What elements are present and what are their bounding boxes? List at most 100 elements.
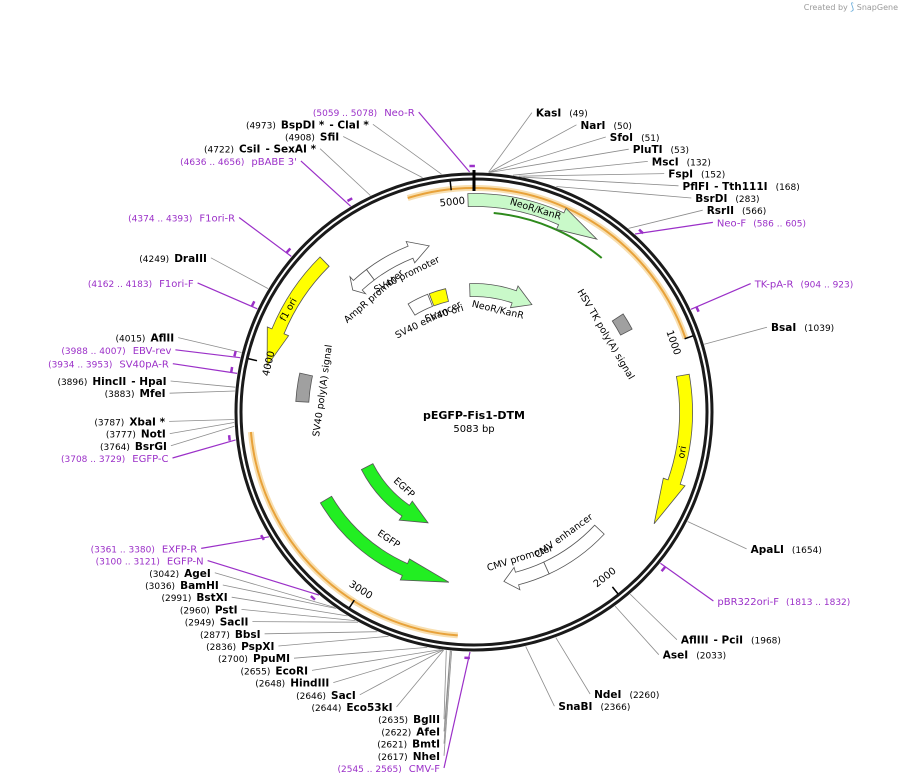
site-position: (2960) (180, 606, 210, 616)
primer-leader-line (197, 282, 258, 310)
site-position: (3764) (100, 443, 130, 453)
site-label: (2644)Eco53kI (311, 702, 392, 714)
site-label: (4908)SfiI (285, 132, 339, 144)
primer-range: (3708 .. 3729) (61, 455, 125, 465)
primer-mark (346, 197, 353, 203)
site-leader-line (629, 593, 678, 640)
site-position: (2621) (377, 741, 407, 751)
tick-mark (449, 181, 452, 191)
neo-orf-arc (493, 212, 603, 259)
primer-leader-line (172, 363, 238, 374)
primer-range: (4636 .. 4656) (180, 158, 244, 168)
site-name: AflII (150, 333, 174, 345)
tick-label: 2000 (592, 566, 619, 590)
site-label: NdeI(2260) (594, 689, 659, 701)
primer-label: (3361 .. 3380) EXFP-R (91, 544, 198, 555)
site-label: ApaLI(1654) (751, 544, 822, 556)
primer-leader-line (172, 439, 236, 459)
site-leader-line (293, 647, 428, 659)
site-label: FspI(152) (668, 169, 725, 181)
primer-name: EGFP-C (132, 454, 168, 465)
primer-label: pBR322ori-F(1813 .. 1832) (717, 597, 850, 608)
site-position: (152) (701, 171, 725, 181)
primer-label: (5059 .. 5078)Neo-R (313, 108, 415, 119)
site-name: Eco53kI (346, 702, 392, 714)
site-leader-line (443, 650, 447, 720)
site-position: (2991) (161, 594, 191, 604)
site-position: (4722) (204, 146, 234, 156)
site-leader-line (512, 161, 648, 176)
site-position: (3787) (94, 418, 124, 428)
feature-label: HSV TK poly(A) signal (575, 287, 637, 381)
site-name: BbsI (235, 629, 261, 641)
primer-mark (233, 350, 237, 357)
site-position: (2366) (600, 703, 630, 713)
site-position: (1654) (792, 546, 822, 556)
site-leader-line (488, 136, 606, 173)
orf-arc (249, 431, 458, 637)
site-leader-line (687, 521, 747, 550)
primer-range: (1813 .. 1832) (786, 598, 850, 608)
primer-leader-line (201, 536, 270, 549)
site-name: SacI (331, 690, 356, 702)
primer-leader-line (207, 560, 320, 596)
site-label: (2622)AfeI (381, 726, 440, 738)
site-position: (2033) (696, 652, 726, 662)
site-leader-line (443, 650, 452, 756)
site-name: PspXI (241, 641, 274, 653)
site-leader-line (518, 173, 665, 177)
site-name: CsiI (239, 144, 260, 156)
site-position: (3036) (145, 582, 175, 592)
site-label: (2960)PstI (180, 604, 238, 616)
site-position: (132) (687, 158, 711, 168)
primer-name: SV40pA-R (119, 360, 168, 371)
site-leader-line (278, 635, 389, 647)
primer-mark (695, 306, 700, 313)
primer-mark (260, 534, 265, 541)
site-name-alt: - SexAI * (265, 144, 316, 156)
primer-leader-line (443, 651, 471, 769)
site-name: BmtI (412, 739, 440, 751)
site-leader-line (311, 649, 441, 671)
site-label: (3787) XbaI * (94, 416, 165, 428)
site-position: (4015) (116, 335, 146, 345)
site-name: KasI (536, 108, 561, 120)
tick-mark (248, 357, 258, 362)
primer-leader-line (418, 111, 471, 173)
site-label: (4249)DraIII (139, 253, 207, 265)
site-label: (2700)PpuMI (218, 653, 290, 665)
primer-leader-line (660, 562, 714, 602)
feature-arrow (428, 288, 449, 307)
site-label: (2836)PspXI (206, 641, 274, 653)
site-name: XbaI * (129, 416, 165, 428)
site-leader-line (231, 596, 348, 617)
primer-leader-line (238, 217, 292, 257)
site-name: MscI (652, 156, 679, 168)
site-name-alt: - PciI (714, 635, 743, 647)
feature-arrow (319, 495, 450, 583)
site-position: (2877) (200, 631, 230, 641)
site-label: SnaBI(2366) (558, 701, 630, 713)
primer-range: (3361 .. 3380) (91, 545, 155, 555)
feature-arrow (407, 293, 434, 316)
site-leader-line (443, 650, 451, 744)
tick-label: 5000 (439, 196, 465, 210)
site-name: BsrDI (695, 193, 727, 205)
tick-label: 1000 (663, 329, 682, 357)
primer-name: EXFP-R (162, 544, 197, 555)
site-leader-line (396, 649, 445, 708)
site-leader-line (169, 419, 235, 422)
site-label: (3764)BsrGI (100, 441, 167, 453)
site-label: (3896)HincII- HpaI (57, 376, 166, 388)
site-name: RsrII (707, 205, 734, 217)
site-leader-line (319, 148, 371, 196)
primer-range: (3934 .. 3953) (48, 361, 112, 371)
site-label: (2635)BglII (378, 714, 440, 726)
site-leader-line (333, 649, 443, 683)
primer-range: (4374 .. 4393) (128, 215, 192, 225)
site-name: BspDI * (281, 119, 325, 131)
site-label: RsrII(566) (707, 205, 767, 217)
site-label: (2949)SacII (185, 617, 249, 629)
site-leader-line (489, 148, 629, 173)
